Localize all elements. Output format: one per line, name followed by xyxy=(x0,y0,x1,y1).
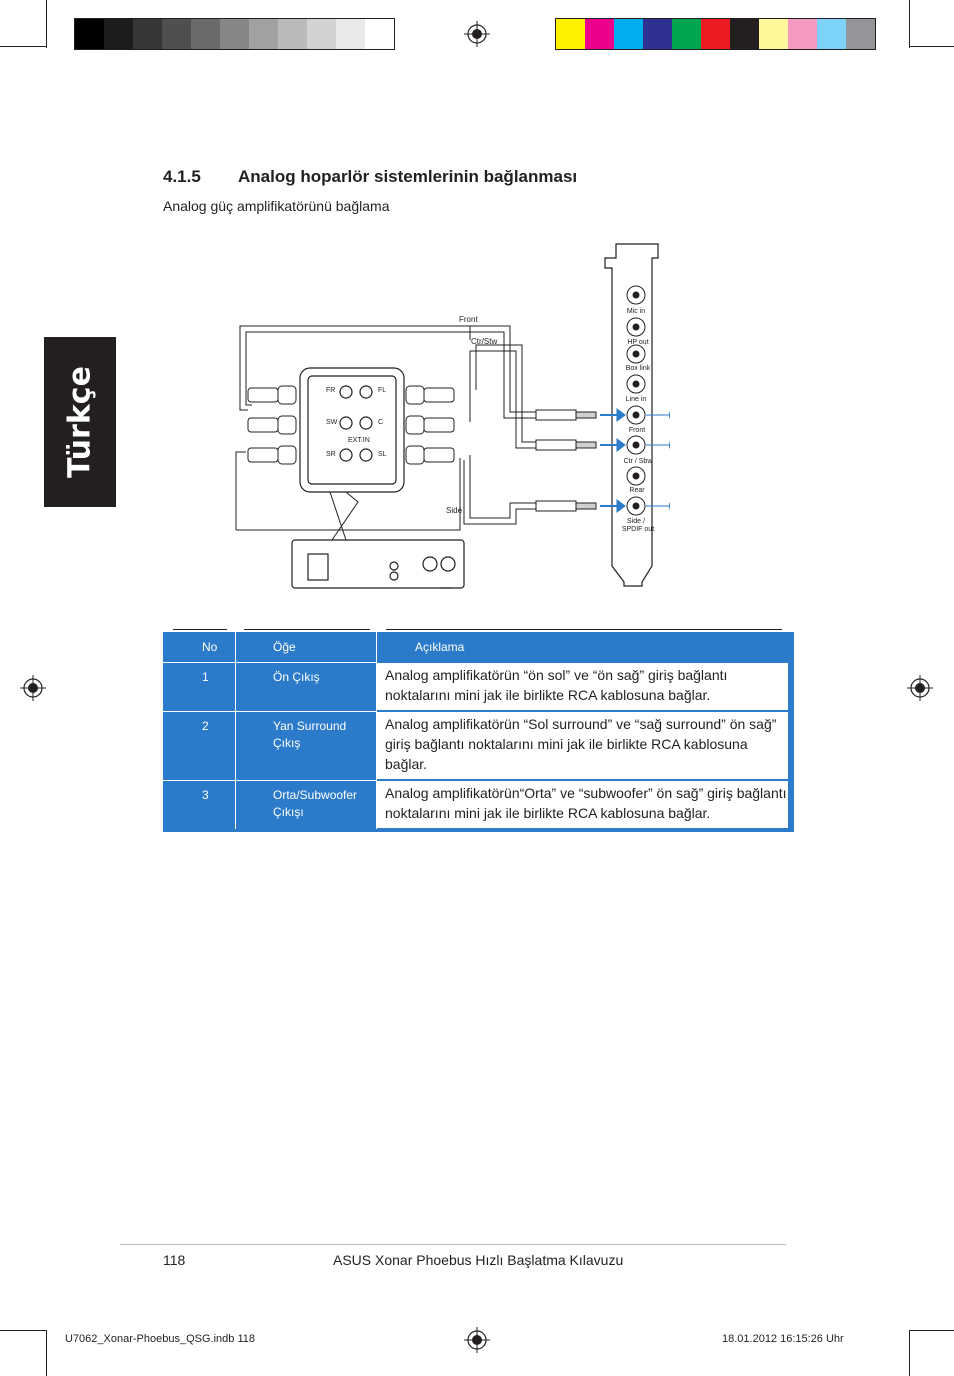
table-header-no: No xyxy=(202,640,218,654)
amp-input-label: FR xyxy=(326,387,335,394)
color-swatch xyxy=(614,19,643,49)
color-swatch xyxy=(104,19,133,49)
port-label: Front xyxy=(629,427,645,434)
port-label: Mic in xyxy=(627,308,645,315)
rca-plugs xyxy=(247,385,455,465)
color-swatch xyxy=(365,19,394,49)
amp-input-label: EXT.IN xyxy=(348,437,370,444)
amp-input-label: SW xyxy=(326,419,338,426)
amp-input-label: SR xyxy=(326,451,336,458)
column-separator xyxy=(235,632,236,829)
connector-table: No Öğe Açıklama 1 Ön Çıkış Analog amplif… xyxy=(163,632,794,832)
color-swatch xyxy=(278,19,307,49)
port-label: Side / xyxy=(627,518,645,525)
color-swatch xyxy=(556,19,585,49)
color-swatch xyxy=(191,19,220,49)
crop-mark xyxy=(0,1330,46,1331)
crop-mark xyxy=(909,0,910,48)
color-swatch xyxy=(307,19,336,49)
table-row-no: 1 xyxy=(202,670,209,684)
subheading: Analog güç amplifikatörünü bağlama xyxy=(163,198,390,214)
section-title: Analog hoparlör sistemlerinin bağlanması xyxy=(238,167,578,186)
color-swatch xyxy=(249,19,278,49)
amp-input-label: SL xyxy=(378,451,387,458)
port-label: Line in xyxy=(626,396,647,403)
port-label: HP out xyxy=(627,339,648,346)
color-swatch xyxy=(585,19,614,49)
section-number: 4.1.5 xyxy=(163,167,201,186)
port-label: Box link xyxy=(626,365,651,372)
table-rule xyxy=(173,629,227,630)
amp-input-label: C xyxy=(378,419,383,426)
color-calibration-bar xyxy=(555,18,876,50)
page-number: 118 xyxy=(163,1252,186,1268)
crop-mark xyxy=(0,46,46,47)
color-swatch xyxy=(817,19,846,49)
footer-rule xyxy=(120,1244,786,1245)
registration-target-icon xyxy=(20,675,46,701)
cable-label: Ctr/Stw xyxy=(471,337,497,346)
table-header-description: Açıklama xyxy=(415,640,465,654)
mini-jacks xyxy=(535,409,597,512)
color-swatch xyxy=(220,19,249,49)
row-separator xyxy=(163,662,377,663)
card-ports xyxy=(626,285,646,516)
table-row-description: Analog amplifikatörün“Orta” ve “subwoofe… xyxy=(377,781,788,828)
amp-input-label: FL xyxy=(378,387,386,394)
language-tab: Türkçe xyxy=(44,337,116,507)
callout-badges: 1 3 2 xyxy=(669,410,670,511)
port-label: Rear xyxy=(629,487,645,494)
amplifier-unit xyxy=(291,539,465,589)
cable-label: Side xyxy=(446,506,463,515)
gray-calibration-bar xyxy=(74,18,395,50)
cable-label: Front xyxy=(459,315,478,324)
color-swatch xyxy=(643,19,672,49)
language-tab-label: Türkçe xyxy=(62,366,98,478)
table-row-item: Orta/Subwoofer Çıkışı xyxy=(273,788,358,819)
table-row-description: Analog amplifikatörün “Sol surround” ve … xyxy=(377,712,788,779)
table-header-item: Öğe xyxy=(273,640,296,654)
color-swatch xyxy=(730,19,759,49)
print-slug-file: U7062_Xonar-Phoebus_QSG.indb 118 xyxy=(65,1333,255,1345)
table-row-description: Analog amplifikatörün “ön sol” ve “ön sa… xyxy=(377,663,788,710)
print-slug-datetime: 18.01.2012 16:15:26 Uhr xyxy=(722,1333,844,1345)
cables xyxy=(235,325,536,531)
color-swatch xyxy=(75,19,104,49)
color-swatch xyxy=(759,19,788,49)
column-separator xyxy=(376,632,377,829)
table-row-item: Yan Surround Çıkış xyxy=(273,719,347,750)
color-swatch xyxy=(336,19,365,49)
registration-target-icon xyxy=(907,675,933,701)
footer-title: ASUS Xonar Phoebus Hızlı Başlatma Kılavu… xyxy=(333,1252,624,1268)
crop-mark xyxy=(909,1330,910,1376)
color-swatch xyxy=(788,19,817,49)
registration-target-icon xyxy=(464,21,490,47)
table-row-no: 2 xyxy=(202,719,209,733)
crop-mark xyxy=(46,0,47,48)
crop-mark xyxy=(910,1330,954,1331)
color-swatch xyxy=(672,19,701,49)
table-row-no: 3 xyxy=(202,788,209,802)
port-label: Ctr / Sbw xyxy=(624,458,654,465)
crop-mark xyxy=(910,46,954,47)
color-swatch xyxy=(133,19,162,49)
table-row-item: Ön Çıkış xyxy=(273,670,320,684)
color-swatch xyxy=(162,19,191,49)
row-separator xyxy=(163,780,377,781)
port-label: SPDIF out xyxy=(622,526,654,533)
amplifier-rear-panel xyxy=(299,367,405,493)
table-rule xyxy=(386,629,782,630)
registration-target-icon xyxy=(464,1327,490,1353)
row-separator xyxy=(163,711,377,712)
color-swatch xyxy=(701,19,730,49)
table-rule xyxy=(244,629,370,630)
connection-diagram: Mic in HP out Box link Line in Front Ctr… xyxy=(235,243,670,589)
color-swatch xyxy=(846,19,875,49)
callout-arrows xyxy=(600,408,670,513)
crop-mark xyxy=(46,1330,47,1376)
